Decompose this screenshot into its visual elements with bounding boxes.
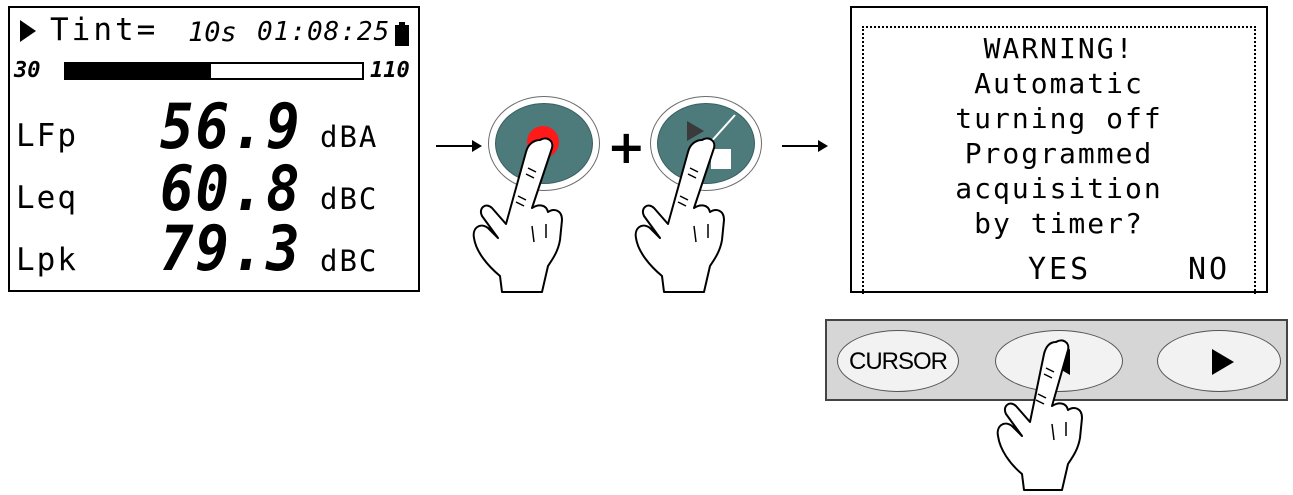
row-value-lfp: 56.9 (160, 90, 302, 163)
right-arrow-button[interactable] (1157, 330, 1281, 392)
row-value-leq: 60.8 (160, 152, 302, 225)
row-unit-leq: dBC (320, 182, 379, 216)
scale-min-label: 30 (14, 58, 41, 83)
scale-max-label: 110 (370, 58, 410, 83)
warning-line-4: acquisition (955, 172, 1163, 205)
battery-icon (395, 22, 409, 46)
cursor-button[interactable]: CURSOR (837, 330, 959, 392)
warning-line-1: Automatic (974, 67, 1144, 100)
cursor-button-label: CURSOR (848, 348, 948, 375)
level-bar-fill (66, 64, 212, 78)
clock: 01:08:25 (257, 17, 391, 47)
sound-level-display: Tint= 10s 01:08:25 30 110 LFp 56.9 dBA L… (8, 6, 420, 292)
row-label-lfp: LFp (16, 118, 78, 154)
no-option[interactable]: NO (1188, 252, 1231, 287)
tint-value: 10s (188, 17, 237, 48)
warning-line-5: by timer? (974, 207, 1144, 240)
warning-dialog: WARNING! Automatic turning off Programme… (850, 6, 1268, 294)
dialog-frame (862, 26, 1256, 294)
yes-option[interactable]: YES (1028, 252, 1092, 287)
plus-sign: + (607, 120, 646, 174)
tint-label: Tint= (50, 12, 159, 48)
row-unit-lpk: dBC (320, 244, 379, 278)
row-unit-lfp: dBA (320, 120, 379, 154)
pointing-hand-icon (996, 339, 1083, 491)
row-value-lpk: 79.3 (160, 212, 302, 285)
pointing-hand-icon (634, 137, 725, 293)
warning-title: WARNING! (983, 32, 1135, 65)
right-arrow-icon (1212, 349, 1234, 375)
warning-line-2: turning off (955, 102, 1163, 135)
row-label-leq: Leq (16, 180, 78, 216)
level-bar (64, 62, 364, 80)
pointing-hand-icon (472, 137, 563, 293)
row-label-lpk: Lpk (16, 242, 78, 278)
warning-line-3: Programmed (964, 137, 1154, 170)
play-icon (20, 20, 36, 42)
